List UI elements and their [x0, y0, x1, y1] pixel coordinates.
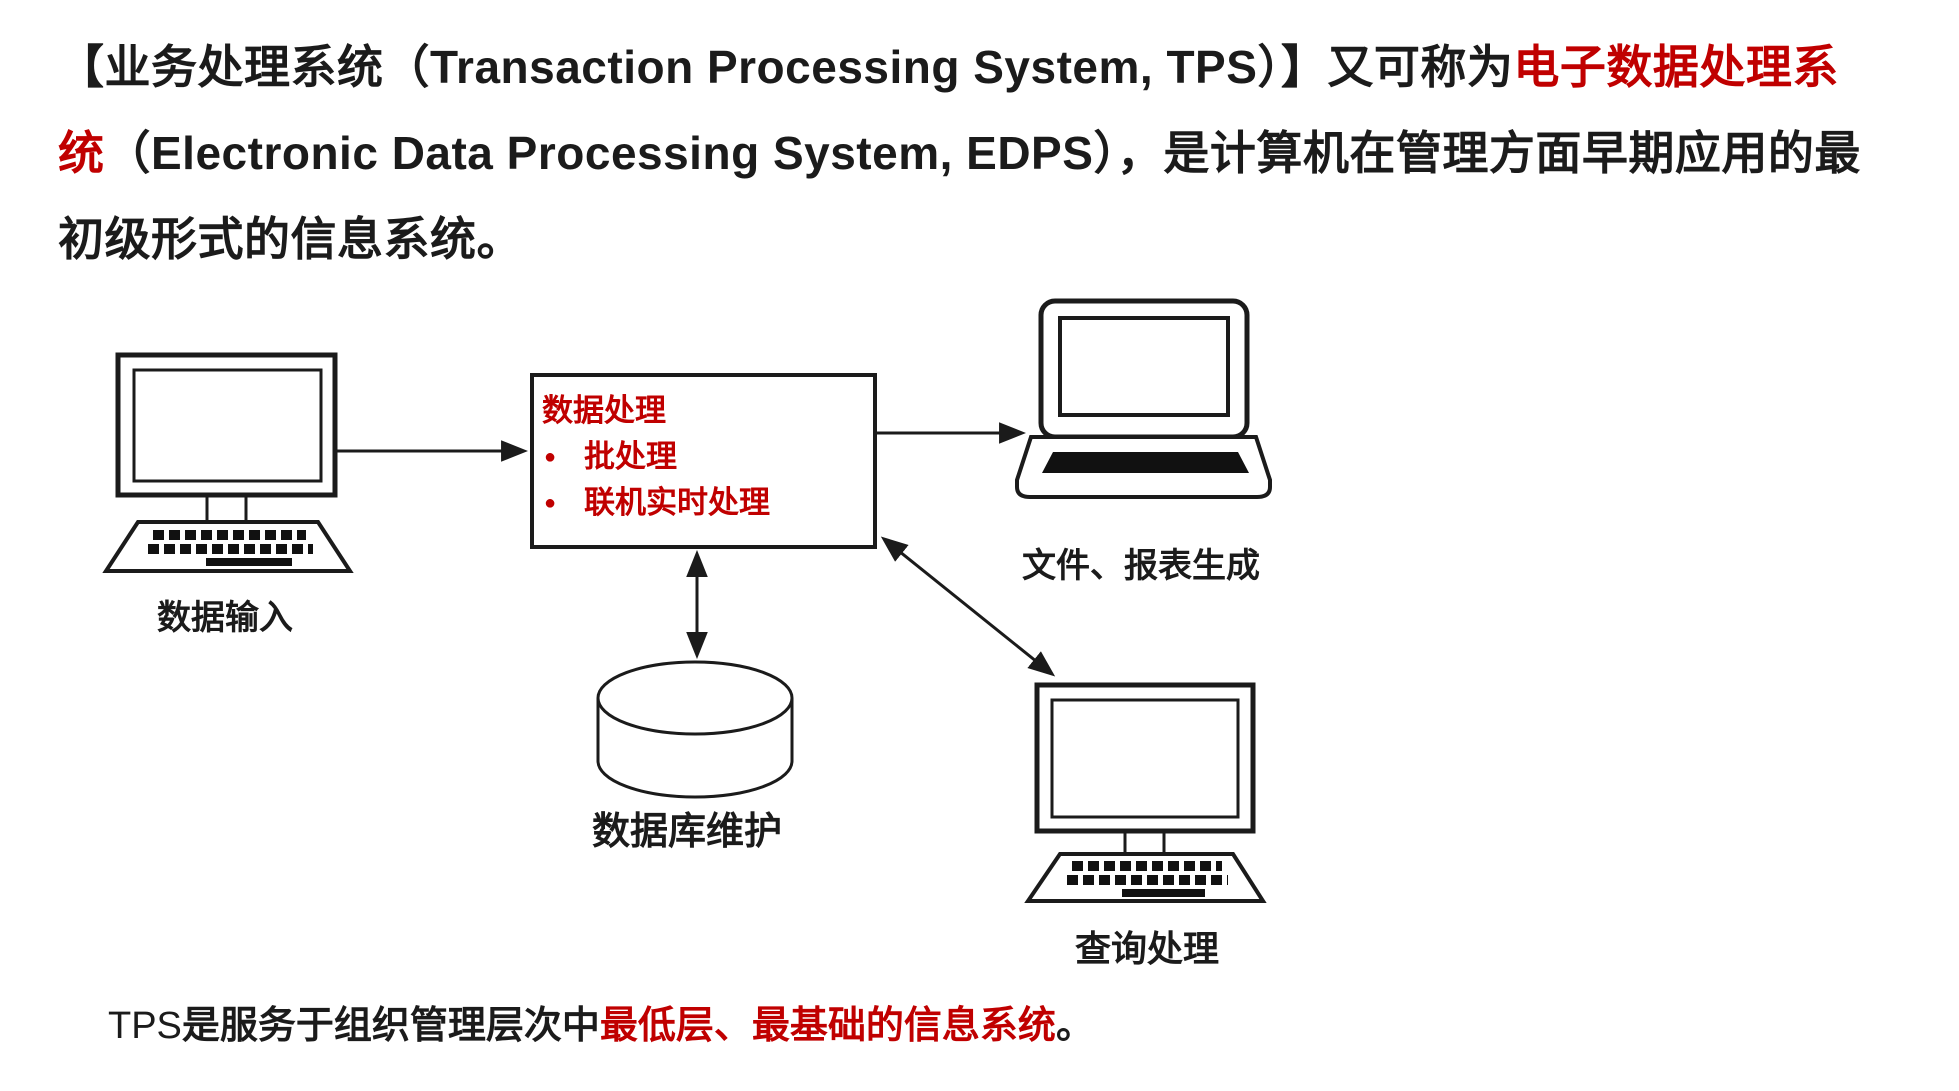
- process-box-bullet: ● 批处理: [542, 434, 770, 480]
- label-query-processing: 查询处理: [1075, 928, 1220, 969]
- paragraph-line-1: 【业务处理系统（Transaction Processing System, T…: [58, 24, 1938, 110]
- intro-paragraph: 【业务处理系统（Transaction Processing System, T…: [58, 24, 1938, 282]
- bullet-text: 批处理: [584, 439, 677, 474]
- database-cylinder-icon: [596, 660, 794, 799]
- process-box: [530, 373, 877, 549]
- text-segment-tps: TPS: [108, 1005, 182, 1047]
- process-box-bullet: ● 联机实时处理: [542, 480, 770, 526]
- text-segment: （Electronic Data Processing System, EDPS…: [104, 127, 1861, 179]
- desktop-computer-icon-input: [102, 352, 354, 573]
- label-file-report-generation: 文件、报表生成: [1022, 547, 1260, 585]
- process-box-text: 数据处理 ● 批处理 ● 联机实时处理: [542, 388, 770, 526]
- paragraph-line-2: 统（Electronic Data Processing System, EDP…: [58, 110, 1938, 196]
- monitor-screen: [1050, 698, 1240, 819]
- desktop-computer-icon-query: [1024, 682, 1267, 903]
- process-box-title: 数据处理: [542, 393, 666, 428]
- text-segment: 初级形式的信息系统。: [58, 213, 523, 265]
- arrow-process-query-bidirectional: [880, 536, 1056, 677]
- text-segment-red: 统: [58, 127, 105, 179]
- paragraph-line-3: 初级形式的信息系统。: [58, 196, 1938, 282]
- laptop-icon-report: [1015, 298, 1272, 499]
- bullet-dot-icon: ●: [544, 492, 557, 514]
- text-segment: 【业务处理系统（Transaction Processing System, T…: [58, 41, 1514, 93]
- laptop-screen: [1058, 316, 1230, 417]
- monitor-screen: [132, 368, 323, 483]
- label-data-input: 数据输入: [157, 599, 293, 637]
- cylinder-top: [596, 660, 794, 736]
- text-segment-red: 最低层、最基础的信息系统: [599, 1005, 1056, 1047]
- label-database-maintenance: 数据库维护: [592, 811, 783, 853]
- bullet-text: 联机实时处理: [584, 485, 770, 520]
- bullet-dot-icon: ●: [544, 446, 557, 468]
- text-segment: 是服务于组织管理层次中: [181, 1005, 600, 1047]
- text-segment-red: 电子数据处理系: [1513, 41, 1839, 93]
- text-segment-period: 。: [1055, 1005, 1094, 1047]
- laptop-keyboard: [1042, 452, 1249, 473]
- conclusion-sentence: TPS是服务于组织管理层次中最低层、最基础的信息系统。: [108, 994, 1094, 1049]
